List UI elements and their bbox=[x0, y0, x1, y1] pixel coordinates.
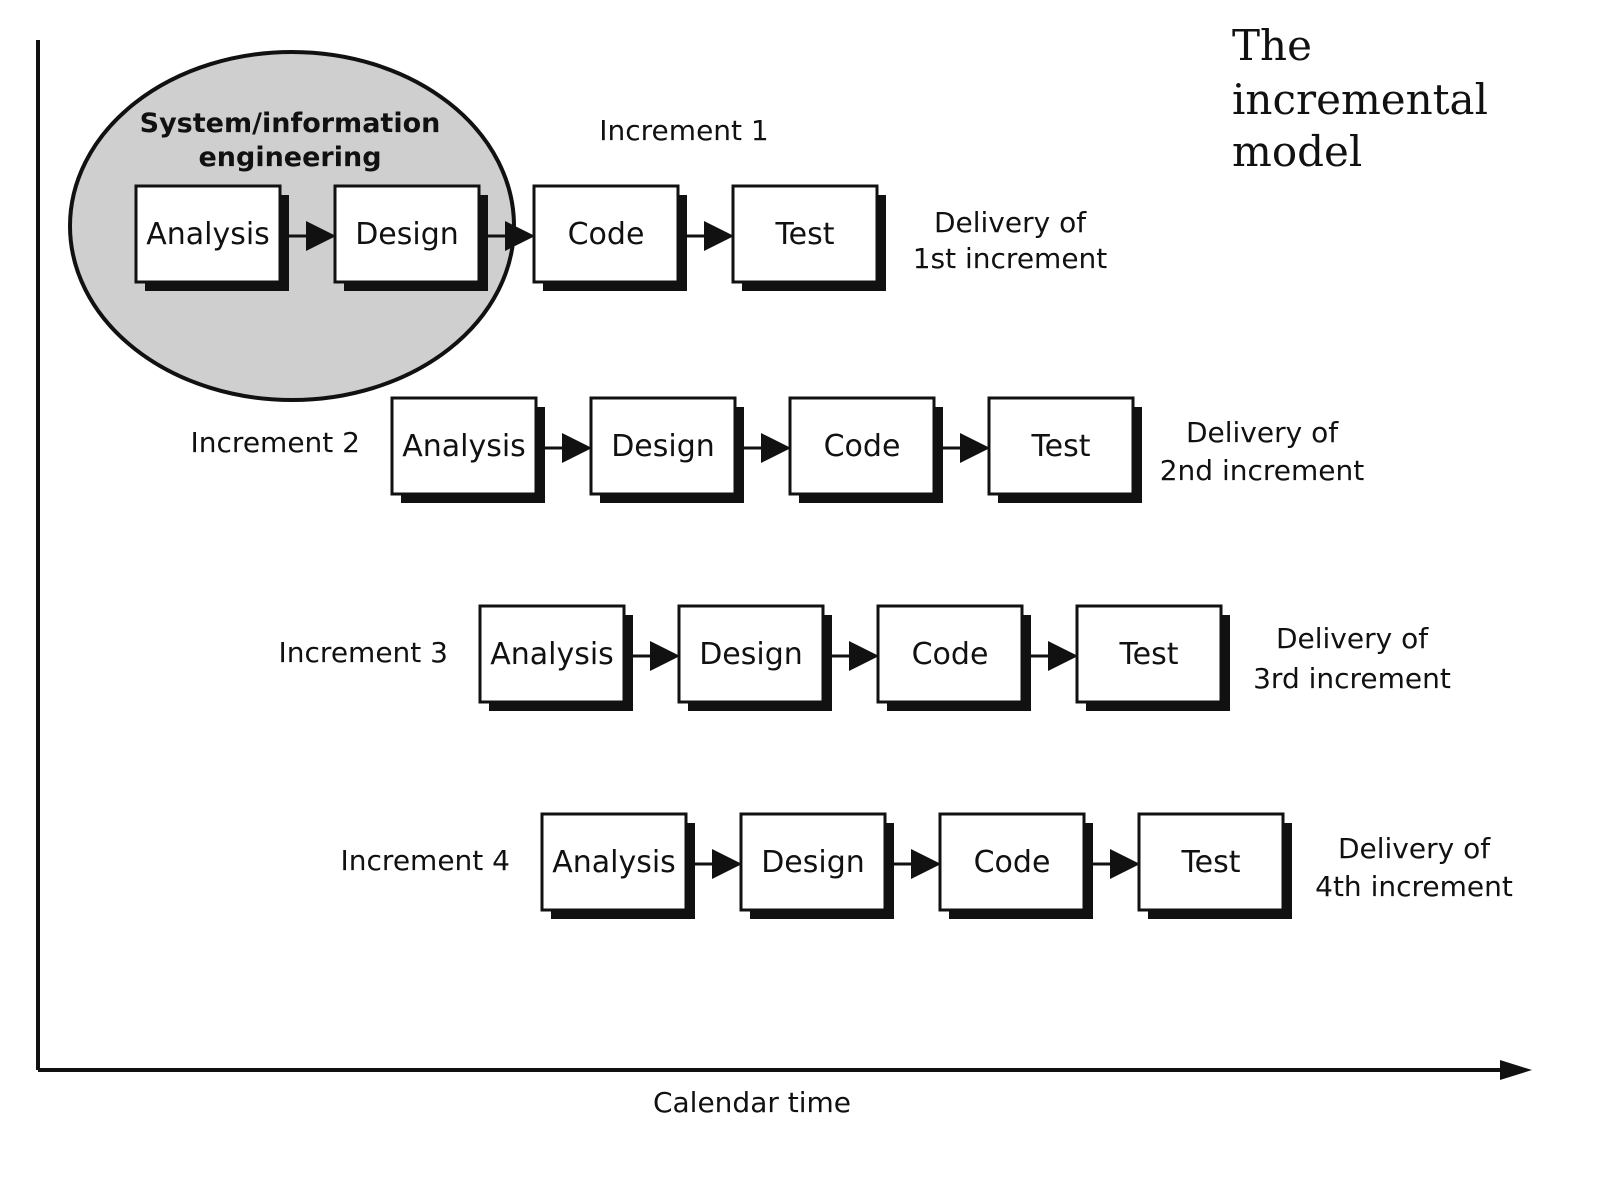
stage-box-test bbox=[731, 184, 879, 284]
delivery-label-line1: Delivery of bbox=[1276, 622, 1429, 655]
stage-label: Design bbox=[699, 637, 803, 672]
delivery-label-line2: 3rd increment bbox=[1253, 662, 1451, 695]
delivery-label-line2: 4th increment bbox=[1315, 870, 1513, 903]
x-axis-label: Calendar time bbox=[653, 1086, 851, 1119]
increment-label: Increment 1 bbox=[599, 114, 768, 147]
stage-label: Design bbox=[355, 217, 459, 252]
stage-label: Design bbox=[761, 845, 865, 880]
stage-label: Analysis bbox=[402, 429, 526, 464]
stage-box-analysis bbox=[390, 396, 538, 496]
stage-box-design bbox=[333, 184, 481, 284]
stage-label: Code bbox=[568, 217, 645, 252]
increment-label: Increment 3 bbox=[279, 636, 448, 669]
diagram-title-line3: model bbox=[1232, 127, 1362, 176]
stage-label: Analysis bbox=[552, 845, 676, 880]
stage-label: Code bbox=[974, 845, 1051, 880]
x-axis-arrowhead bbox=[1500, 1060, 1532, 1080]
system-engineering-label-line2: engineering bbox=[198, 142, 381, 173]
stage-box-analysis bbox=[540, 812, 688, 912]
stage-label: Analysis bbox=[146, 217, 270, 252]
stage-label: Code bbox=[824, 429, 901, 464]
stage-label: Test bbox=[1118, 637, 1178, 672]
stage-label: Test bbox=[774, 217, 834, 252]
stage-label: Analysis bbox=[490, 637, 614, 672]
stage-label: Design bbox=[611, 429, 715, 464]
stage-box-design bbox=[589, 396, 737, 496]
delivery-label-line1: Delivery of bbox=[1186, 416, 1339, 449]
stage-box-design bbox=[677, 604, 825, 704]
increment-row-3: Increment 3 Analysis Design Code Test Deliver… bbox=[279, 604, 1451, 711]
diagram-title-line1: The bbox=[1232, 21, 1312, 70]
stage-box-code bbox=[876, 604, 1024, 704]
delivery-label-line2: 2nd increment bbox=[1160, 454, 1365, 487]
stage-box-analysis bbox=[478, 604, 626, 704]
delivery-label-line2: 1st increment bbox=[913, 242, 1108, 275]
stage-box-code bbox=[938, 812, 1086, 912]
stage-box-analysis bbox=[134, 184, 282, 284]
stage-box-test bbox=[1137, 812, 1285, 912]
stage-box-test bbox=[1075, 604, 1223, 704]
stage-label: Test bbox=[1030, 429, 1090, 464]
diagram-title-line2: incremental bbox=[1232, 75, 1488, 124]
delivery-label-line1: Delivery of bbox=[934, 206, 1087, 239]
increment-label: Increment 4 bbox=[341, 844, 510, 877]
increment-row-2: Increment 2 Analysis Design Code Test Deliver… bbox=[191, 396, 1365, 503]
increment-label: Increment 2 bbox=[191, 426, 360, 459]
stage-box-design bbox=[739, 812, 887, 912]
stage-label: Code bbox=[912, 637, 989, 672]
system-engineering-label-line1: System/information bbox=[140, 108, 441, 139]
increment-row-1: Increment 1 Analysis Design Code Test Deliver… bbox=[134, 114, 1108, 291]
stage-box-test bbox=[987, 396, 1135, 496]
stage-box-code bbox=[788, 396, 936, 496]
stage-label: Test bbox=[1180, 845, 1240, 880]
increment-row-4: Increment 4 Analysis Design Code Test Deliver… bbox=[341, 812, 1513, 919]
delivery-label-line1: Delivery of bbox=[1338, 832, 1491, 865]
stage-box-code bbox=[532, 184, 680, 284]
